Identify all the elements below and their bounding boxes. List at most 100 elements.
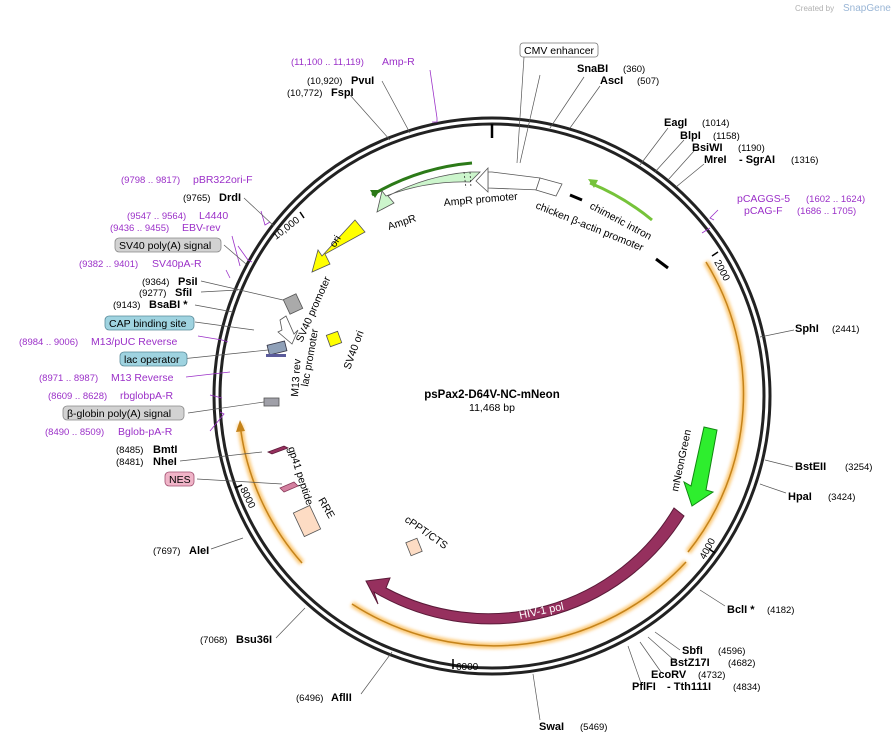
primer-m13puc: M13/pUC Reverse — [91, 336, 178, 348]
ampr-feature — [376, 171, 481, 213]
bglobin-polya-block — [263, 397, 280, 407]
site-sfii: SfiI — [175, 287, 192, 299]
site-mrei-pos: (1316) — [791, 155, 818, 166]
gp41-feature — [267, 445, 289, 455]
primer-ampr-pos: (11,100 .. 11,119) — [291, 57, 364, 68]
site-ecorv-pos: (4732) — [698, 670, 725, 681]
primer-sv40par-pos: (9382 .. 9401) — [79, 259, 138, 270]
site-eagi: EagI — [664, 117, 687, 129]
site-bsu36i-pos: (7068) — [200, 635, 227, 646]
primer-bglobpa: Bglob-pA-R — [118, 426, 173, 438]
primer-m13rev-pos: (8971 .. 8987) — [39, 373, 98, 384]
cmv-enhancer-box — [519, 42, 599, 58]
site-bsteii: BstEII — [795, 461, 826, 473]
mneongreen-label: mNeonGreen — [669, 428, 694, 492]
nes-box — [164, 471, 195, 487]
site-aflii: AflII — [331, 692, 352, 704]
ampr-promoter-feature — [487, 171, 541, 191]
site-snabi-pos: (360) — [623, 64, 645, 75]
site-leaders — [179, 74, 795, 721]
site-sbfi-pos: (4596) — [718, 646, 745, 657]
site-bmti-pos: (8485) — [116, 445, 143, 456]
bglobin-polya-box — [62, 405, 185, 421]
cppt-feature — [405, 537, 423, 557]
primer-pcagf: pCAG-F — [744, 205, 783, 217]
primer-marks — [185, 69, 719, 432]
site-bsiwi: BsiWI — [692, 142, 723, 154]
gp41-label: gp41 peptide — [285, 445, 315, 507]
site-blpi-pos: (1158) — [713, 131, 740, 142]
site-sgrai: - SgrAI — [739, 154, 775, 166]
site-alei: AleI — [189, 545, 209, 557]
cba-promoter-arrow — [535, 177, 563, 197]
site-pvui: PvuI — [351, 75, 374, 87]
site-bstz17i: BstZ17I — [670, 657, 710, 669]
rre-feature — [292, 504, 322, 538]
primer-rbglob: rbglobpA-R — [120, 390, 174, 402]
primer-l4440-pos: (9547 .. 9564) — [127, 211, 186, 222]
site-sphi-pos: (2441) — [832, 324, 859, 335]
primer-pbr322-pos: (9798 .. 9817) — [121, 175, 180, 186]
site-tth111i: - Tth111I — [667, 681, 711, 693]
primer-pcaggs5: pCAGGS-5 — [737, 193, 790, 205]
site-fspi-pos: (10,772) — [287, 88, 322, 99]
site-sfii-pos: (9277) — [139, 288, 166, 299]
primer-pbr322: pBR322ori-F — [193, 174, 253, 186]
mneongreen-feature — [683, 426, 718, 507]
site-blpi: BlpI — [680, 130, 701, 142]
site-bsabi: BsaBI * — [149, 299, 188, 311]
snapgene-logo: SnapGene — [843, 3, 891, 14]
lac-block — [266, 340, 288, 356]
ampr-divider-2 — [469, 171, 472, 189]
site-sphi: SphI — [795, 323, 819, 335]
site-pvui-pos: (10,920) — [307, 76, 342, 87]
site-mrei: MreI — [704, 154, 727, 166]
sv40-promoter-arrow — [277, 315, 299, 345]
intron-end-marker — [655, 257, 669, 270]
primer-ampr: Amp-R — [382, 56, 415, 68]
primer-m13rev: M13 Reverse — [111, 372, 174, 384]
plasmid-length: 11,468 bp — [469, 402, 515, 414]
ampr-divider — [463, 171, 467, 189]
site-pflfi-pos: (4834) — [733, 682, 760, 693]
ampr-label: AmpR — [386, 212, 418, 233]
cap-binding-box — [104, 315, 195, 331]
primer-sv40par: SV40pA-R — [152, 258, 202, 270]
cap-binding-label: CAP binding site — [109, 318, 187, 330]
primer-m13puc-pos: (8984 .. 9006) — [19, 337, 78, 348]
sv40-ori-label: SV40 ori — [342, 329, 367, 371]
site-nhei-pos: (8481) — [116, 457, 143, 468]
sv40-polya-box — [114, 237, 222, 253]
site-sbfi: SbfI — [682, 645, 703, 657]
site-drdi-pos: (9765) — [183, 193, 210, 204]
primer-pcagf-pos: (1686 .. 1705) — [797, 206, 856, 217]
site-bmti: BmtI — [153, 444, 177, 456]
site-drdi: DrdI — [219, 192, 241, 204]
primer-ebvrev: EBV-rev — [182, 222, 221, 234]
watermark-prefix: Created by — [795, 4, 834, 13]
ampr-promoter-arrow — [475, 166, 489, 193]
site-ecorv: EcoRV — [651, 669, 687, 681]
chimeric-intron-arrow — [588, 179, 598, 188]
site-alei-pos: (7697) — [153, 546, 180, 557]
site-nhei: NheI — [153, 456, 177, 468]
orf-arcs — [236, 260, 747, 649]
bglobin-polya-label: β-globin poly(A) signal — [67, 408, 171, 420]
lac-operator-label: lac operator — [124, 354, 180, 366]
site-pflfi: PflFI — [632, 681, 656, 693]
primer-rbglob-pos: (8609 .. 8628) — [48, 391, 107, 402]
site-aflii-pos: (6496) — [296, 693, 323, 704]
sv40-ori-feature — [325, 330, 343, 348]
lac-operator-box — [119, 351, 188, 367]
rre-label: RRE — [315, 496, 336, 521]
primer-bglobpa-pos: (8490 .. 8509) — [45, 427, 104, 438]
cmv-enhancer-label: CMV enhancer — [524, 45, 595, 57]
primer-pcaggs5-pos: (1602 .. 1624) — [806, 194, 865, 205]
site-snabi: SnaBI — [577, 63, 608, 75]
sv40-block — [282, 293, 304, 315]
ori-feature — [311, 219, 366, 273]
site-eagi-pos: (1014) — [702, 118, 729, 129]
site-fspi: FspI — [331, 87, 354, 99]
lac-operator-bar — [266, 354, 286, 357]
